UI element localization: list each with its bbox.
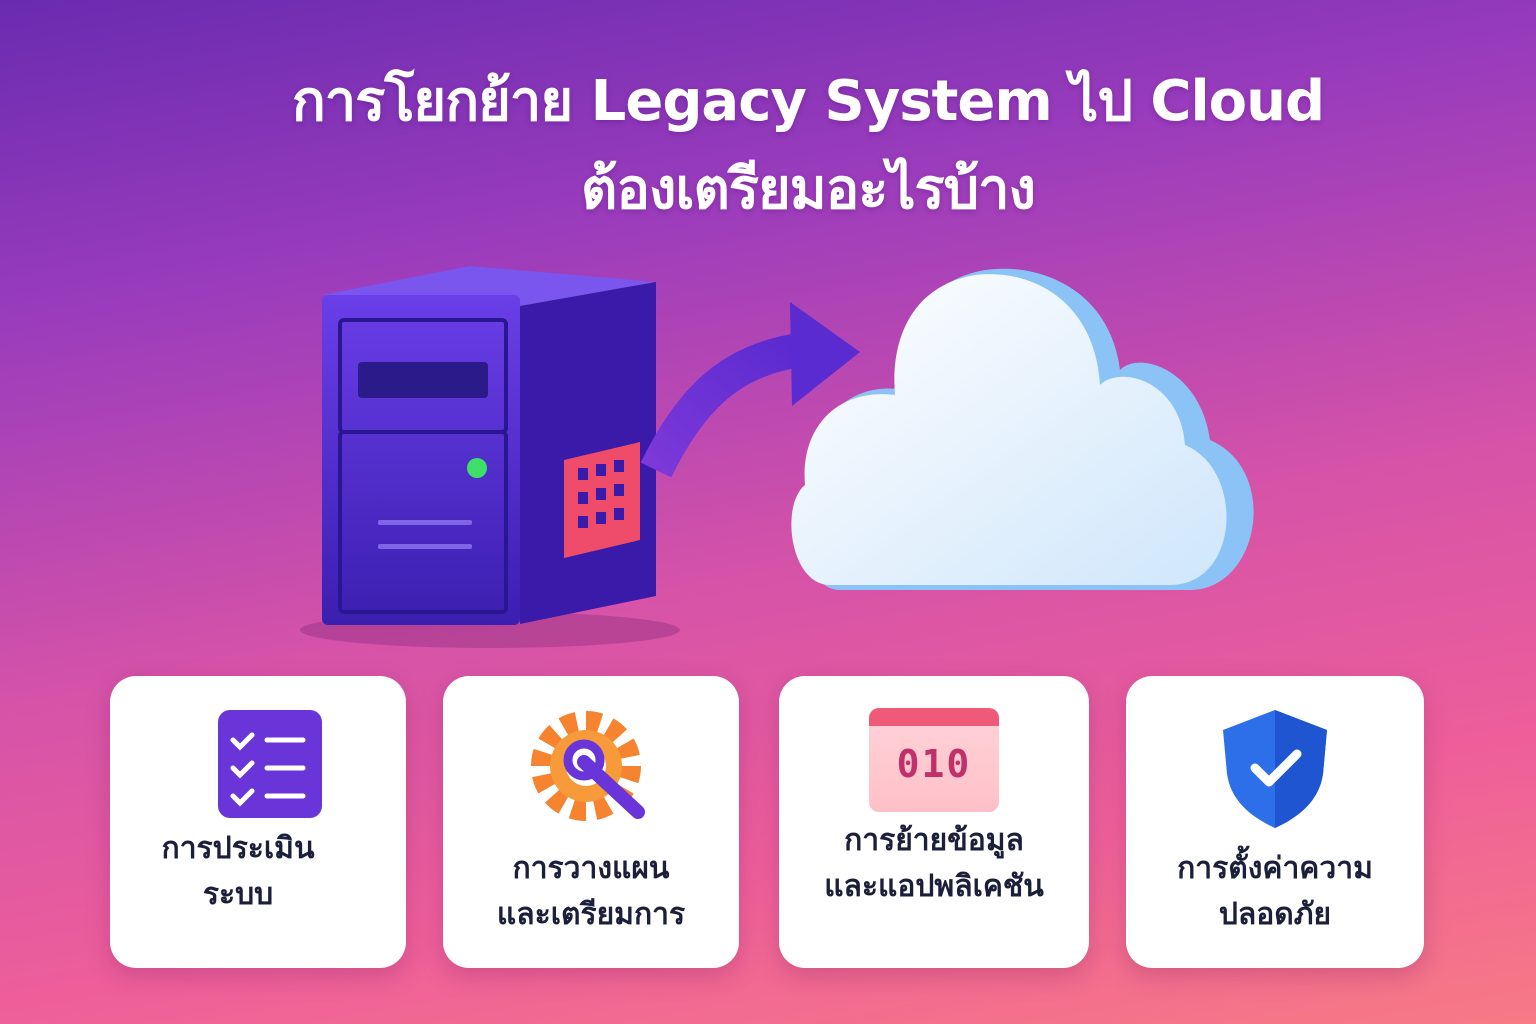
page-title: การโยกย้าย Legacy System ไป Cloud ต้องเต… xyxy=(0,58,1536,234)
checklist-icon xyxy=(218,710,322,818)
gear-wrench-icon xyxy=(531,711,645,821)
data-window-icon: 010 xyxy=(869,708,999,812)
step-label: การย้ายข้อมูลและแอปพลิเคชัน xyxy=(824,823,1044,904)
cloud-icon xyxy=(791,268,1254,590)
server-icon xyxy=(300,266,680,648)
step-card-assessment: การประเมินระบบ xyxy=(110,676,406,968)
arrow-icon xyxy=(640,302,860,478)
title-line-1: การโยกย้าย Legacy System ไป Cloud xyxy=(291,69,1325,134)
step-card-migration: 010 การย้ายข้อมูลและแอปพลิเคชัน xyxy=(779,676,1089,968)
binary-text: 010 xyxy=(896,742,972,786)
step-label: การวางแผนและเตรียมการ xyxy=(496,851,686,932)
step-label: การตั้งค่าความปลอดภัย xyxy=(1177,851,1373,932)
step-card-security: การตั้งค่าความปลอดภัย xyxy=(1126,676,1424,968)
shield-check-icon xyxy=(1223,710,1327,828)
step-card-planning: การวางแผนและเตรียมการ xyxy=(443,676,739,968)
migration-illustration xyxy=(300,266,1254,648)
title-line-2: ต้องเตรียมอะไรบ้าง xyxy=(581,157,1036,222)
step-label: การประเมินระบบ xyxy=(161,831,315,912)
